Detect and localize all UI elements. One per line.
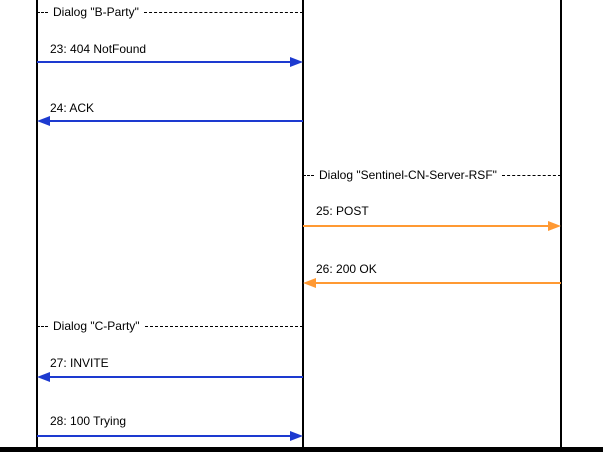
msg-27-label: 27: INVITE <box>50 356 109 370</box>
arrowhead-right-icon <box>290 431 303 441</box>
dashed-line <box>303 174 314 176</box>
msg-24-arrow <box>37 116 303 126</box>
lifeline-middle <box>302 0 304 447</box>
lifeline-left <box>36 0 38 447</box>
dashed-line <box>143 11 303 13</box>
dashed-line <box>501 174 561 176</box>
msg-25-arrow <box>303 221 561 231</box>
msg-24-label: 24: ACK <box>50 101 95 115</box>
arrowhead-right-icon <box>548 221 561 231</box>
arrowhead-left-icon <box>37 116 50 126</box>
dashed-line <box>37 11 48 13</box>
dialog-b-party: Dialog "B-Party" <box>37 5 303 19</box>
dialog-label: Dialog "B-Party" <box>53 5 139 19</box>
msg-27-arrow <box>37 372 303 382</box>
arrow-shaft <box>37 61 292 63</box>
arrowhead-left-icon <box>303 278 316 288</box>
msg-26-arrow <box>303 278 561 288</box>
dialog-label: Dialog "C-Party" <box>53 319 140 333</box>
arrow-shaft <box>48 376 303 378</box>
arrow-shaft <box>37 435 292 437</box>
msg-28-arrow <box>37 431 303 441</box>
arrow-shaft <box>48 120 303 122</box>
dashed-line <box>37 325 48 327</box>
dialog-label: Dialog "Sentinel-CN-Server-RSF" <box>319 168 497 182</box>
arrowhead-right-icon <box>290 57 303 67</box>
arrowhead-left-icon <box>37 372 50 382</box>
diagram-bottom-border <box>0 447 603 452</box>
dashed-line <box>144 325 303 327</box>
msg-26-label: 26: 200 OK <box>316 262 377 276</box>
dialog-c-party: Dialog "C-Party" <box>37 319 303 333</box>
msg-28-label: 28: 100 Trying <box>50 414 127 428</box>
arrow-shaft <box>303 225 550 227</box>
dialog-sentinel-cn-server-rsf: Dialog "Sentinel-CN-Server-RSF" <box>303 168 561 182</box>
msg-23-arrow <box>37 57 303 67</box>
arrow-shaft <box>314 282 561 284</box>
msg-23-label: 23: 404 NotFound <box>50 42 147 56</box>
msg-25-label: 25: POST <box>316 204 369 218</box>
